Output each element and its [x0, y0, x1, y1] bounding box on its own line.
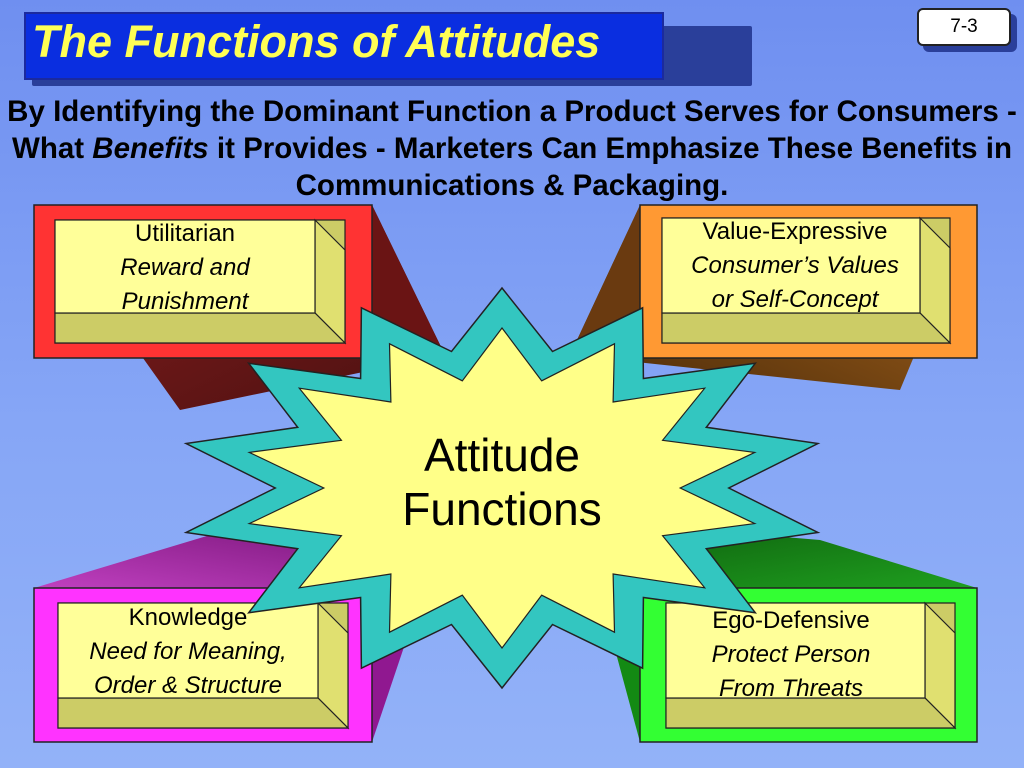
label-value-expressive [661, 216, 952, 345]
label-knowledge [57, 601, 350, 730]
slide-number: 7-3 [917, 8, 1011, 46]
subtitle-emphasis: Benefits [92, 132, 209, 165]
function-name: Utilitarian [134, 220, 236, 247]
subtitle-part-1: By Identifying the Dominant Function a P… [7, 95, 1017, 165]
center-label: Attitude Functions [332, 428, 672, 536]
subtitle: By Identifying the Dominant Function a P… [4, 93, 1020, 204]
function-desc-2: Order & Structure [93, 672, 283, 699]
function-desc-2: Punishment [121, 288, 249, 315]
label-ego-defensive [665, 601, 957, 730]
function-desc-1: Need for Meaning, [89, 638, 287, 665]
starburst-inner [247, 327, 757, 649]
center-label-line-2: Functions [402, 483, 602, 535]
text-ego-defensive: Ego-Defensive Protect Person From Threat… [666, 604, 916, 706]
function-desc-1: Consumer’s Values [691, 252, 899, 279]
function-name: Knowledge [128, 604, 248, 631]
function-desc-2: From Threats [718, 675, 864, 702]
title-banner [24, 12, 664, 80]
function-desc-1: Reward and [120, 254, 250, 281]
function-desc-1: Protect Person [711, 641, 871, 668]
text-value-expressive: Value-Expressive Consumer’s Values or Se… [650, 215, 940, 317]
label-utilitarian [54, 218, 347, 345]
function-name: Ego-Defensive [712, 607, 870, 634]
text-utilitarian: Utilitarian Reward and Punishment [55, 217, 315, 319]
text-knowledge: Knowledge Need for Meaning, Order & Stru… [52, 601, 324, 703]
subtitle-part-2: it Provides - Marketers Can Emphasize Th… [208, 132, 1012, 202]
slide-title: The Functions of Attitudes [32, 16, 601, 67]
function-desc-2: or Self-Concept [711, 286, 879, 313]
function-name: Value-Expressive [702, 218, 888, 245]
center-label-line-1: Attitude [424, 429, 580, 481]
